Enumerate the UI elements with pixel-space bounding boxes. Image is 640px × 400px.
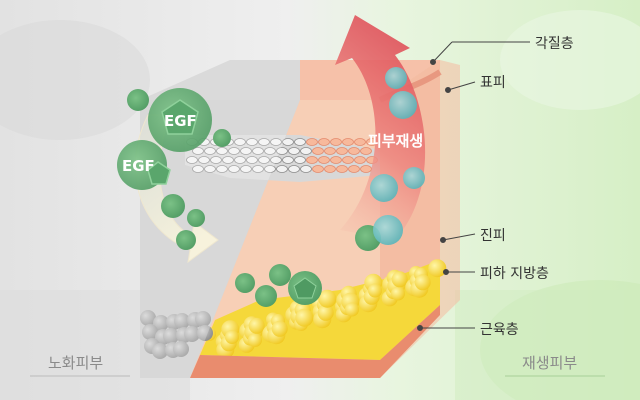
label-muscle: 근육층 xyxy=(480,322,519,338)
skin-cell xyxy=(288,147,300,155)
skin-cell xyxy=(240,165,252,173)
skin-cell xyxy=(354,156,366,164)
skin-cell xyxy=(210,156,222,164)
skin-cell xyxy=(270,138,282,146)
skin-cell xyxy=(342,156,354,164)
skin-cell xyxy=(282,138,294,146)
skin-cell xyxy=(186,156,198,164)
fat-cell xyxy=(414,274,431,291)
skin-cell xyxy=(342,138,354,146)
corner-label-regenerated-skin: 재생피부 xyxy=(522,354,578,372)
egf-molecules: EGF EGF xyxy=(117,88,381,307)
skin-cell xyxy=(258,156,270,164)
skin-cell xyxy=(228,165,240,173)
skin-cell xyxy=(348,165,360,173)
regeneration-arrow-label: 피부재생 xyxy=(368,132,423,150)
skin-cell xyxy=(192,147,204,155)
fat-cell xyxy=(318,289,337,308)
muscle-layer xyxy=(190,305,440,378)
skin-cell xyxy=(306,138,318,146)
skin-cell xyxy=(222,156,234,164)
fat-cell xyxy=(248,317,265,334)
skin-cell xyxy=(234,138,246,146)
skin-cell xyxy=(258,138,270,146)
corner-label-aged-skin: 노화피부 xyxy=(48,354,104,372)
skin-cell xyxy=(324,165,336,173)
aged-fat-cell xyxy=(163,328,179,344)
skin-cell xyxy=(336,147,348,155)
aged-fat-cell xyxy=(174,313,190,329)
egf-label-2: EGF xyxy=(122,157,155,175)
skin-cell xyxy=(312,165,324,173)
skin-cell xyxy=(318,138,330,146)
skin-cell xyxy=(234,156,246,164)
skin-cell xyxy=(216,165,228,173)
skin-cell xyxy=(294,138,306,146)
epidermis-cell-layer xyxy=(185,135,380,182)
skin-cell xyxy=(270,156,282,164)
skin-cell xyxy=(252,147,264,155)
aged-fat-cell xyxy=(173,341,189,357)
skin-cell xyxy=(294,156,306,164)
skin-cell xyxy=(300,147,312,155)
skin-cell xyxy=(264,147,276,155)
fat-cell xyxy=(295,308,314,327)
leader-lines xyxy=(417,41,530,331)
skin-cell xyxy=(204,165,216,173)
skin-cell xyxy=(288,165,300,173)
aged-fat-cells xyxy=(140,310,213,359)
aged-fat-cell xyxy=(184,326,200,342)
skin-cell xyxy=(336,165,348,173)
aged-fat-cell xyxy=(142,324,158,340)
fat-cell xyxy=(368,283,382,298)
skin-cell xyxy=(216,147,228,155)
fat-cell xyxy=(391,271,408,288)
label-stratum-corneum: 각질층 xyxy=(535,36,574,52)
skin-cell xyxy=(264,165,276,173)
aged-fat-cell xyxy=(153,315,169,331)
skin-cell xyxy=(192,165,204,173)
label-subcutaneous-fat: 피하 지방층 xyxy=(480,266,549,282)
fat-cell xyxy=(391,286,405,301)
skin-cell xyxy=(240,147,252,155)
skin-cell xyxy=(198,156,210,164)
fat-cell xyxy=(271,320,288,337)
skin-cell xyxy=(360,165,372,173)
skin-cell xyxy=(330,138,342,146)
fat-cell xyxy=(317,304,334,321)
aged-fat-cell xyxy=(152,343,168,359)
skin-cell xyxy=(348,147,360,155)
skin-cell xyxy=(228,147,240,155)
skin-cell xyxy=(246,156,258,164)
skin-cell xyxy=(324,147,336,155)
fat-cell xyxy=(225,330,239,344)
label-epidermis: 표피 xyxy=(480,75,506,91)
subcutaneous-fat-layer xyxy=(200,259,447,360)
skin-cell xyxy=(282,156,294,164)
skin-cell xyxy=(330,156,342,164)
skin-cell xyxy=(252,165,264,173)
fat-cell xyxy=(248,333,262,347)
fat-cell xyxy=(428,259,447,278)
skin-cell xyxy=(354,138,366,146)
aged-fat-cell xyxy=(195,311,211,327)
regenerated-cells xyxy=(370,67,425,245)
skin-cell xyxy=(276,147,288,155)
skin-cell xyxy=(246,138,258,146)
fat-cell xyxy=(345,302,359,317)
skin-cell xyxy=(306,156,318,164)
skin-cell xyxy=(312,147,324,155)
skin-cell xyxy=(318,156,330,164)
label-dermis: 진피 xyxy=(480,228,506,244)
egf-label-1: EGF xyxy=(164,112,197,130)
skin-cell xyxy=(204,147,216,155)
aged-fat-cell xyxy=(140,310,156,326)
skin-cell xyxy=(360,147,372,155)
aged-fat-cell xyxy=(197,325,213,341)
skin-cell xyxy=(300,165,312,173)
skin-cell xyxy=(276,165,288,173)
